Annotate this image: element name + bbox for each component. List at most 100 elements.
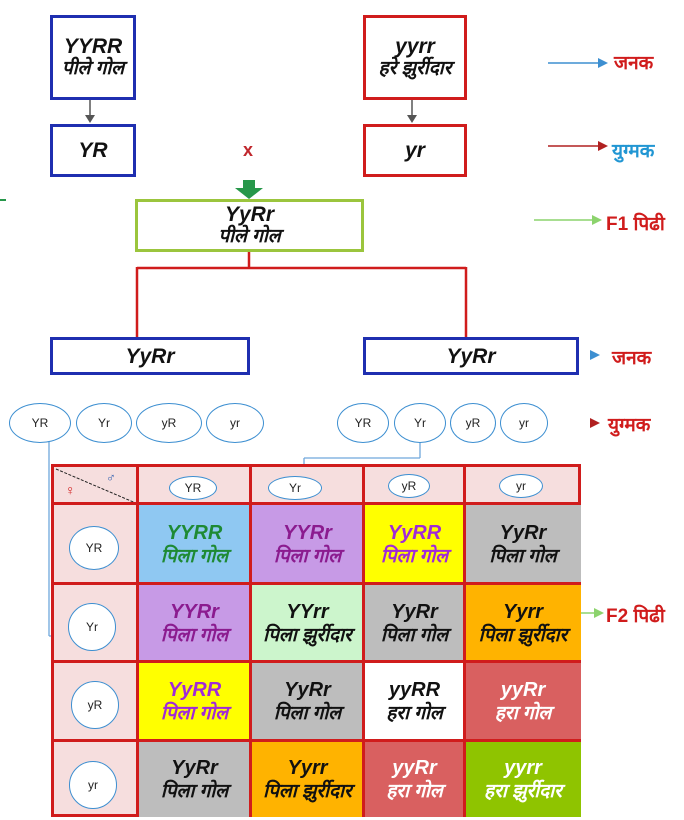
grid-line-vertical	[362, 467, 365, 817]
gamete-oval-right-4: yr	[500, 403, 548, 443]
cell-phenotype: पिला गोल	[273, 703, 342, 724]
gamete-oval-right-3: yR	[450, 403, 496, 443]
female-symbol: ♀	[65, 482, 76, 498]
cell-phenotype: पिला झुर्रीदार	[263, 624, 352, 646]
parent2-gamete-box: yr	[363, 124, 467, 177]
label-f2: F2 पिढी	[606, 606, 665, 627]
gamete-oval-left-4: yr	[206, 403, 264, 443]
cell-phenotype: पिला गोल	[380, 545, 449, 567]
label-gamete: युग्मक	[612, 141, 655, 162]
parent1-gamete-box: YR	[50, 124, 136, 177]
f1-phenotype: पीले गोल	[218, 226, 281, 247]
gamete-oval-right-1: YR	[337, 403, 389, 443]
gamete-oval-left-3: yR	[136, 403, 202, 443]
cell-genotype: YYRR	[166, 521, 223, 544]
cell-genotype: YyRr	[284, 679, 331, 701]
label-parent-2: जनक	[612, 348, 652, 369]
green-down-arrow	[235, 180, 263, 199]
cell-phenotype: पिला गोल	[380, 624, 449, 646]
arrow-p1-gamete-head	[85, 115, 95, 123]
col-header-4: yr	[499, 474, 543, 498]
row-header-3: yR	[71, 681, 119, 729]
gamete-oval-left-2: Yr	[76, 403, 132, 443]
cell-genotype: yyRr	[392, 756, 437, 779]
grid-line-horizontal	[54, 660, 581, 663]
cell-phenotype: पिला गोल	[273, 545, 342, 567]
parent1-phenotype: पीले गोल	[61, 58, 125, 79]
cell-genotype: yyRR	[388, 679, 441, 701]
cell-phenotype: पिला झुर्रीदार	[478, 624, 568, 646]
grid-line-vertical	[136, 467, 139, 817]
cell-genotype: YYRr	[283, 521, 332, 544]
col-header-1: YR	[169, 476, 217, 500]
parent1-genotype: YYRR	[63, 35, 123, 58]
cross-symbol: x	[243, 140, 254, 160]
cell-genotype: YyRr	[499, 521, 547, 544]
parent1-box: YYRR पीले गोल	[50, 15, 136, 100]
label-parent: जनक	[614, 53, 654, 74]
cell-genotype: YyRr	[171, 756, 218, 779]
grid-line-vertical	[463, 467, 466, 817]
row-header-1: YR	[69, 526, 119, 570]
male-symbol: ♂	[106, 470, 116, 485]
label-arrows	[534, 58, 608, 618]
parent2-gamete: yr	[405, 139, 425, 162]
gamete-oval-left-1: YR	[9, 403, 71, 443]
label-gamete-2: युग्मक	[608, 415, 651, 436]
arrow-p2-gamete-head	[407, 115, 417, 123]
parent2-phenotype: हरे झुर्रीदार	[378, 58, 452, 79]
f1-box: YyRr पीले गोल	[135, 199, 364, 252]
cell-phenotype: हरा गोल	[494, 703, 552, 724]
f1-parent-right: YyRr	[446, 344, 496, 368]
f1-parent-left: YyRr	[125, 344, 175, 368]
cell-genotype: YyRr	[391, 600, 438, 623]
row-header-2: Yr	[68, 603, 116, 651]
cell-genotype: YyRR	[387, 521, 442, 544]
cell-genotype: Yyrr	[502, 600, 544, 623]
cell-phenotype: पिला गोल	[160, 703, 229, 724]
parent2-genotype: yyrr	[395, 35, 435, 58]
cell-phenotype: पिला गोल	[160, 545, 229, 567]
col-header-3: yR	[388, 474, 430, 498]
cell-phenotype: हरा गोल	[386, 703, 443, 724]
gamete-oval-right-2: Yr	[394, 403, 446, 443]
cell-genotype: Yyrr	[287, 756, 328, 779]
f1-genotype: YyRr	[224, 203, 275, 226]
cell-phenotype: हरा झुर्रीदार	[484, 780, 562, 802]
grid-line-horizontal	[54, 582, 581, 585]
grid-line-horizontal	[54, 502, 581, 505]
cell-genotype: yyRr	[500, 679, 546, 701]
corner-diagonal	[55, 468, 138, 504]
cell-phenotype: पिला झुर्रीदार	[263, 780, 352, 802]
parent1-gamete: YR	[78, 139, 108, 162]
cell-phenotype: पिला गोल	[489, 545, 557, 567]
col-header-2: Yr	[268, 476, 322, 500]
cell-genotype: YyRR	[167, 679, 222, 701]
cell-phenotype: पिला गोल	[160, 780, 229, 802]
label-f1: F1 पिढी	[606, 214, 665, 235]
parent2-box: yyrr हरे झुर्रीदार	[363, 15, 467, 100]
f1-parent-left-box: YyRr	[50, 337, 250, 375]
f1-parent-right-box: YyRr	[363, 337, 579, 375]
grid-line-vertical	[249, 467, 252, 817]
row-header-4: yr	[69, 761, 117, 809]
cell-genotype: YYRr	[170, 600, 219, 623]
